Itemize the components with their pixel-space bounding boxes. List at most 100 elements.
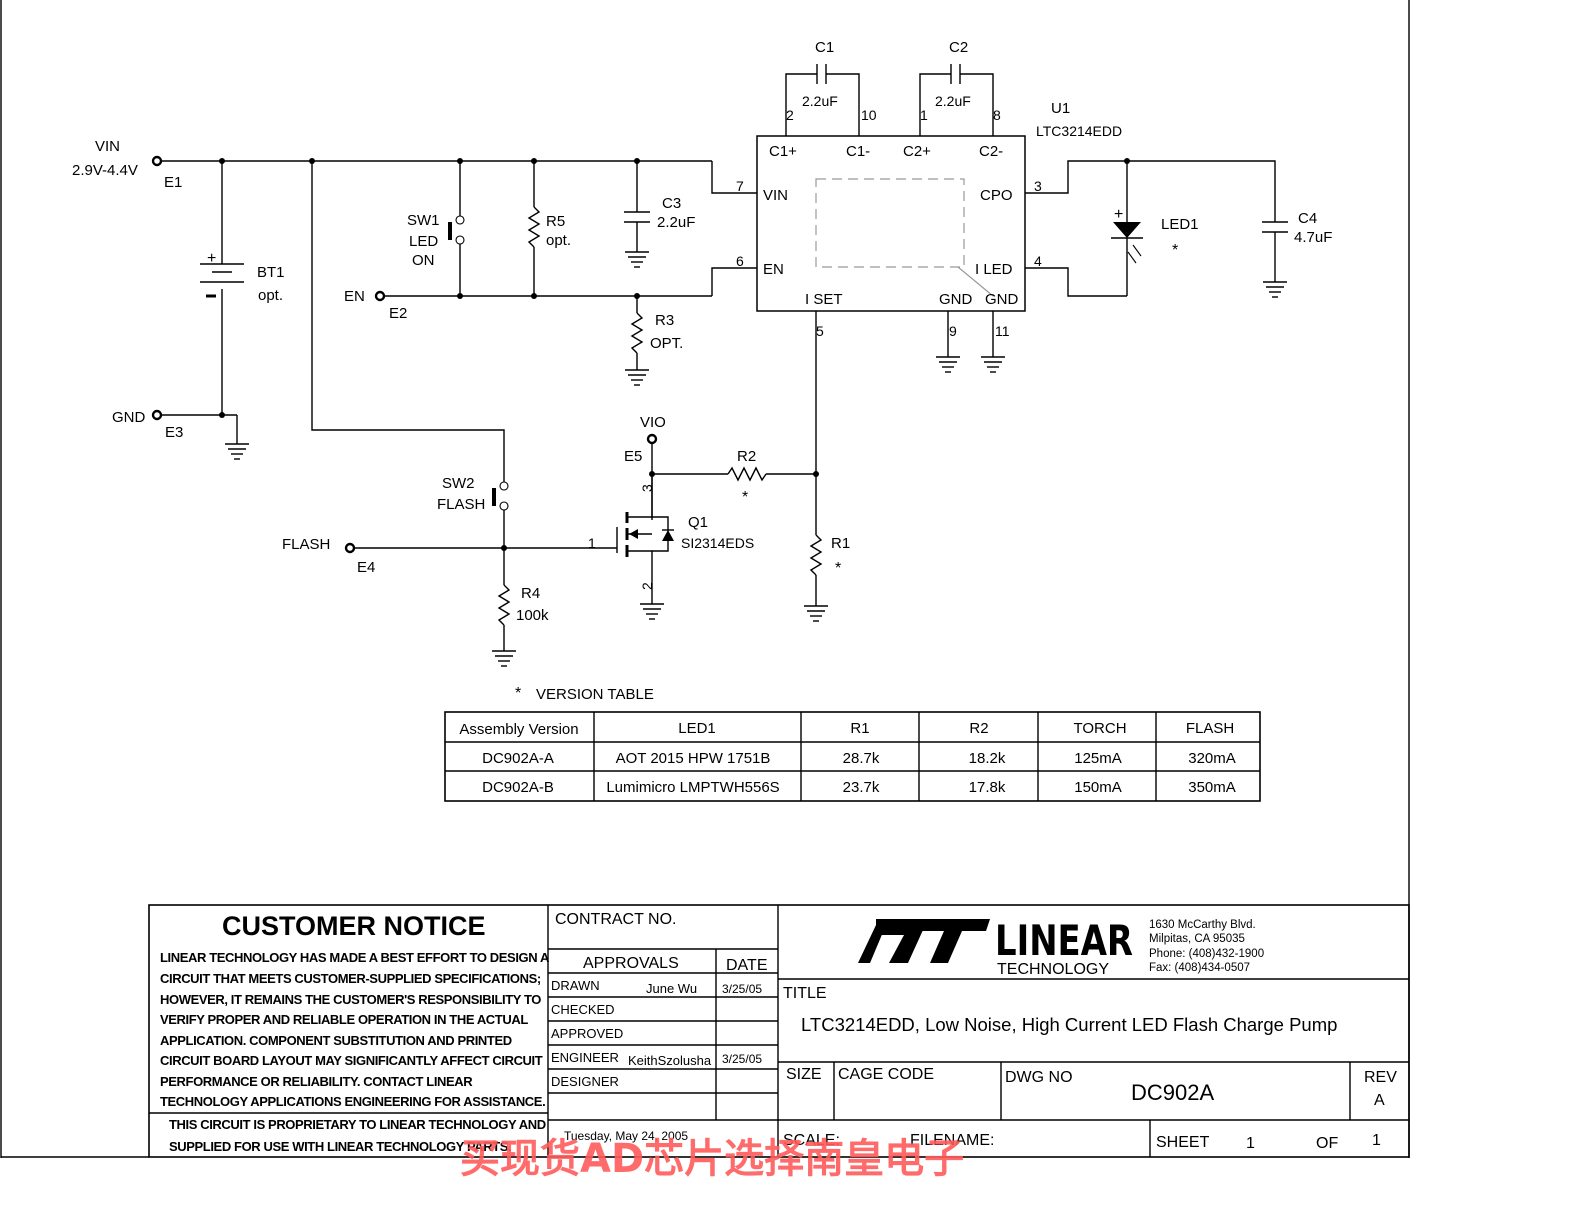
svg-text:VIO: VIO xyxy=(640,414,666,431)
table-header: TORCH xyxy=(1073,720,1126,737)
svg-text:TECHNOLOGY APPLICATIONS ENGINE: TECHNOLOGY APPLICATIONS ENGINEERING FOR … xyxy=(160,1094,545,1109)
svg-text:2.2uF: 2.2uF xyxy=(657,214,695,231)
svg-text:EN: EN xyxy=(344,288,365,305)
svg-text:2.2uF: 2.2uF xyxy=(802,93,838,109)
svg-text:CHECKED: CHECKED xyxy=(551,1002,615,1017)
svg-text:HOWEVER, IT REMAINS THE CUSTOM: HOWEVER, IT REMAINS THE CUSTOMER'S RESPO… xyxy=(160,992,541,1007)
customer-notice-text: LINEAR TECHNOLOGY HAS MADE A BEST EFFORT… xyxy=(160,950,550,1154)
svg-text:3/25/05: 3/25/05 xyxy=(722,1052,762,1066)
svg-text:*: * xyxy=(515,685,521,702)
svg-text:2.9V-4.4V: 2.9V-4.4V xyxy=(72,162,138,179)
svg-text:E3: E3 xyxy=(165,424,183,441)
svg-text:REV: REV xyxy=(1364,1069,1397,1086)
en-terminal: EN E2 xyxy=(344,288,407,322)
drawing-title: LTC3214EDD, Low Noise, High Current LED … xyxy=(801,1014,1337,1035)
svg-text:2.2uF: 2.2uF xyxy=(935,93,971,109)
svg-text:VIN: VIN xyxy=(763,187,788,204)
led-led1: + LED1 * xyxy=(1111,161,1199,296)
svg-text:SCALE:: SCALE: xyxy=(783,1132,840,1149)
svg-text:LED1: LED1 xyxy=(1161,216,1199,233)
title-block: CUSTOMER NOTICE LINEAR TECHNOLOGY HAS MA… xyxy=(148,904,1410,1158)
svg-text:Lumimicro LMPTWH556S: Lumimicro LMPTWH556S xyxy=(606,779,779,796)
svg-text:VERSION TABLE: VERSION TABLE xyxy=(536,686,654,703)
ground-symbol xyxy=(225,443,249,460)
svg-text:C1-: C1- xyxy=(846,143,870,160)
capacitor-c2: C2 2.2uF 1 8 xyxy=(919,39,1001,136)
table-header: R1 xyxy=(850,720,869,737)
svg-text:1: 1 xyxy=(588,535,596,551)
svg-text:Phone: (408)432-1900: Phone: (408)432-1900 xyxy=(1149,948,1264,960)
svg-text:+: + xyxy=(1114,206,1123,223)
svg-text:CONTRACT NO.: CONTRACT NO. xyxy=(555,911,676,928)
svg-text:Tuesday, May 24, 2005: Tuesday, May 24, 2005 xyxy=(564,1129,688,1143)
svg-text:LINEAR TECHNOLOGY HAS MADE A B: LINEAR TECHNOLOGY HAS MADE A BEST EFFORT… xyxy=(160,950,550,965)
capacitor-c4: C4 4.7uF xyxy=(1262,210,1332,298)
capacitor-c3: C3 2.2uF xyxy=(624,161,695,268)
resistor-r5: R5 opt. xyxy=(527,161,571,296)
svg-text:C2: C2 xyxy=(949,39,968,56)
svg-text:Q1: Q1 xyxy=(688,514,708,531)
svg-text:APPROVALS: APPROVALS xyxy=(583,955,679,972)
svg-text:SHEET: SHEET xyxy=(1156,1134,1210,1151)
svg-text:1: 1 xyxy=(1372,1132,1381,1149)
table-header: Assembly Version xyxy=(459,721,578,738)
svg-text:DATE: DATE xyxy=(726,957,767,974)
svg-text:PERFORMANCE OR RELIABILITY. C: PERFORMANCE OR RELIABILITY. CONTACT LINE… xyxy=(160,1074,473,1089)
svg-text:1630 McCarthy Blvd.: 1630 McCarthy Blvd. xyxy=(1149,919,1256,931)
table-row: DC902A-B Lumimicro LMPTWH556S 23.7k 17.8… xyxy=(482,779,1236,796)
vio-terminal: VIO E5 xyxy=(624,414,666,520)
svg-text:100k: 100k xyxy=(516,607,549,624)
svg-text:17.8k: 17.8k xyxy=(969,779,1006,796)
svg-text:C4: C4 xyxy=(1298,210,1317,227)
svg-text:1: 1 xyxy=(920,107,928,123)
svg-text:opt.: opt. xyxy=(258,287,283,304)
svg-text:*: * xyxy=(742,489,748,506)
table-header: LED1 xyxy=(678,720,716,737)
svg-text:4: 4 xyxy=(1034,253,1042,269)
svg-text:E4: E4 xyxy=(357,559,375,576)
battery-bt1: + BT1 opt. xyxy=(200,161,285,415)
svg-text:CPO: CPO xyxy=(980,187,1013,204)
svg-text:C2-: C2- xyxy=(979,143,1003,160)
svg-text:5: 5 xyxy=(816,323,824,339)
switch-sw1: SW1 LED ON xyxy=(407,161,465,296)
svg-text:10: 10 xyxy=(861,107,877,123)
svg-text:I SET: I SET xyxy=(805,291,843,308)
svg-text:June Wu: June Wu xyxy=(646,981,697,996)
svg-text:ON: ON xyxy=(412,252,435,269)
svg-text:EN: EN xyxy=(763,261,784,278)
svg-text:LED: LED xyxy=(409,233,438,250)
svg-text:CIRCUIT THAT MEETS CUSTOMER-SU: CIRCUIT THAT MEETS CUSTOMER-SUPPLIED SPE… xyxy=(160,971,541,986)
svg-text:SIZE: SIZE xyxy=(786,1066,822,1083)
svg-text:FLASH: FLASH xyxy=(437,496,485,513)
capacitor-c1: C1 2.2uF 2 10 xyxy=(785,39,877,136)
svg-text:2: 2 xyxy=(786,107,794,123)
svg-text:Fax: (408)434-0507: Fax: (408)434-0507 xyxy=(1149,962,1250,974)
svg-text:DWG NO: DWG NO xyxy=(1005,1069,1073,1086)
svg-text:U1: U1 xyxy=(1051,100,1070,117)
vin-terminal: VIN 2.9V-4.4V E1 xyxy=(72,138,182,191)
svg-text:9: 9 xyxy=(949,323,957,339)
svg-text:THIS CIRCUIT IS PROPRIETARY TO: THIS CIRCUIT IS PROPRIETARY TO LINEAR TE… xyxy=(169,1117,546,1132)
svg-text:FILENAME:: FILENAME: xyxy=(910,1132,994,1149)
company-address: 1630 McCarthy Blvd. Milpitas, CA 95035 P… xyxy=(1149,919,1264,974)
svg-text:C1: C1 xyxy=(815,39,834,56)
svg-text:7: 7 xyxy=(736,178,744,194)
svg-text:AOT 2015 HPW 1751B: AOT 2015 HPW 1751B xyxy=(616,750,771,767)
svg-text:APPLICATION. COMPONENT SUBSTI: APPLICATION. COMPONENT SUBSTITUTION AND … xyxy=(160,1033,512,1048)
svg-text:LINEAR: LINEAR xyxy=(995,916,1133,965)
flash-terminal: FLASH E4 xyxy=(282,536,617,576)
svg-text:BT1: BT1 xyxy=(257,264,285,281)
svg-text:E1: E1 xyxy=(164,174,182,191)
svg-text:350mA: 350mA xyxy=(1188,779,1236,796)
ic-ground-pins xyxy=(936,311,1005,373)
svg-text:320mA: 320mA xyxy=(1188,750,1236,767)
mosfet-q1: Q1 SI2314EDS 1 3 2 xyxy=(588,474,754,620)
svg-text:GND: GND xyxy=(112,409,146,426)
svg-text:CAGE CODE: CAGE CODE xyxy=(838,1066,934,1083)
watermark: 买现货AD芯片选择南皇电子 xyxy=(460,1136,964,1182)
svg-text:C3: C3 xyxy=(662,195,681,212)
svg-text:R4: R4 xyxy=(521,585,540,602)
gnd-terminal: GND E3 xyxy=(112,409,249,460)
